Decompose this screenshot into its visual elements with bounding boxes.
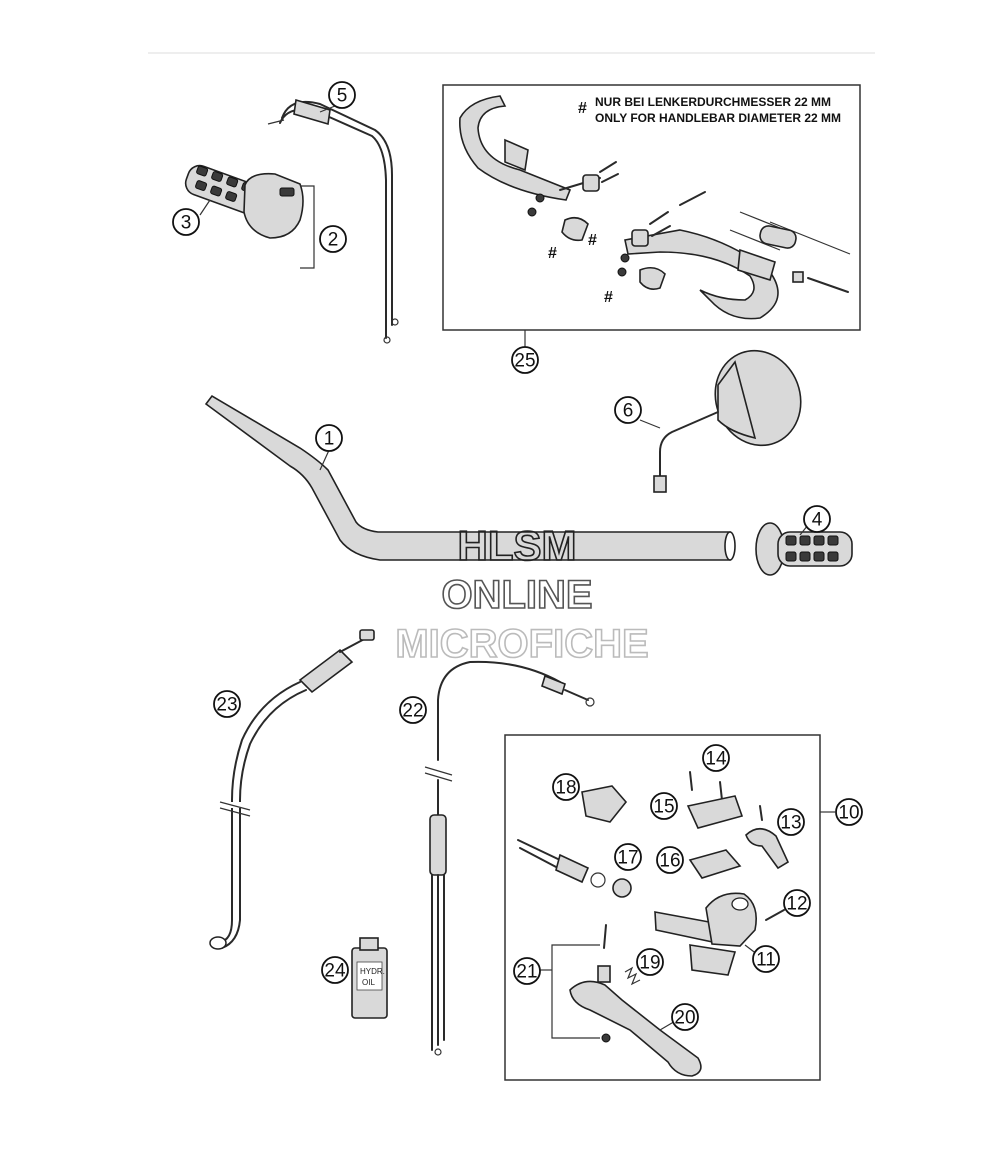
callout-24: 24	[321, 956, 349, 984]
callout-18: 18	[552, 773, 580, 801]
svg-text:10: 10	[838, 803, 859, 824]
svg-text:17: 17	[617, 848, 638, 869]
svg-text:14: 14	[705, 749, 727, 770]
callout-4: 4	[803, 505, 831, 533]
callout-3: 3	[172, 208, 200, 236]
callout-23: 23	[213, 690, 241, 718]
mirror-part-6	[653, 349, 802, 493]
watermark-line2: ONLINE	[441, 573, 592, 617]
oil-label-line1: HYDR.	[360, 967, 385, 976]
svg-text:19: 19	[639, 953, 660, 974]
callout-17: 17	[614, 843, 642, 871]
brake-assembly-box	[504, 734, 835, 1081]
hash-mark: #	[548, 245, 557, 262]
svg-text:1: 1	[324, 429, 335, 450]
callout-6: 6	[614, 396, 642, 424]
kit-note-line-de: NUR BEI LENKERDURCHMESSER 22 MM	[595, 95, 831, 109]
kit-note-marker: #	[578, 100, 587, 117]
svg-text:16: 16	[659, 851, 680, 872]
callout-15: 15	[650, 792, 678, 820]
oil-label-line2: OIL	[362, 978, 375, 987]
clutch-cable-part-22	[424, 660, 595, 1056]
svg-text:18: 18	[555, 778, 576, 799]
svg-text:11: 11	[756, 950, 776, 971]
hydraulic-line-part-23	[209, 629, 375, 950]
callout-10: 10	[835, 798, 863, 826]
kit-note-line-en: ONLY FOR HANDLEBAR DIAMETER 22 MM	[595, 111, 841, 125]
svg-text:23: 23	[216, 695, 237, 716]
callout-19: 19	[636, 948, 664, 976]
callout-14: 14	[702, 744, 730, 772]
svg-text:4: 4	[812, 510, 823, 531]
callout-16: 16	[656, 846, 684, 874]
throttle-cable-part-5	[267, 98, 399, 344]
callout-5: 5	[328, 81, 356, 109]
svg-text:2: 2	[328, 230, 339, 251]
callout-12: 12	[783, 889, 811, 917]
callout-2: 2	[319, 225, 347, 253]
callout-11: 11	[752, 945, 780, 973]
callout-1: 1	[315, 424, 343, 452]
svg-text:5: 5	[337, 86, 348, 107]
svg-text:20: 20	[674, 1008, 695, 1029]
callout-21: 21	[513, 957, 541, 985]
svg-text:15: 15	[653, 797, 674, 818]
svg-text:6: 6	[623, 401, 634, 422]
callout-22: 22	[399, 696, 427, 724]
svg-text:13: 13	[780, 813, 801, 834]
hash-mark: #	[588, 232, 597, 249]
throttle-housing-part-2	[243, 172, 315, 269]
watermark-line1: HLSM	[458, 522, 577, 569]
handlebar-part-1	[204, 394, 736, 561]
handguard-kit-box	[442, 84, 861, 348]
callout-25: 25	[511, 346, 539, 374]
hash-mark: #	[604, 289, 613, 306]
svg-text:22: 22	[402, 701, 423, 722]
callout-20: 20	[671, 1003, 699, 1031]
svg-text:12: 12	[786, 894, 807, 915]
svg-text:21: 21	[516, 962, 537, 983]
svg-text:25: 25	[514, 351, 535, 372]
svg-text:24: 24	[324, 961, 346, 982]
callout-13: 13	[777, 808, 805, 836]
hydraulic-oil-bottle-part-24: HYDR. OIL	[351, 937, 388, 1019]
svg-text:3: 3	[181, 213, 192, 234]
watermark-line3: MICROFICHE	[395, 622, 648, 666]
